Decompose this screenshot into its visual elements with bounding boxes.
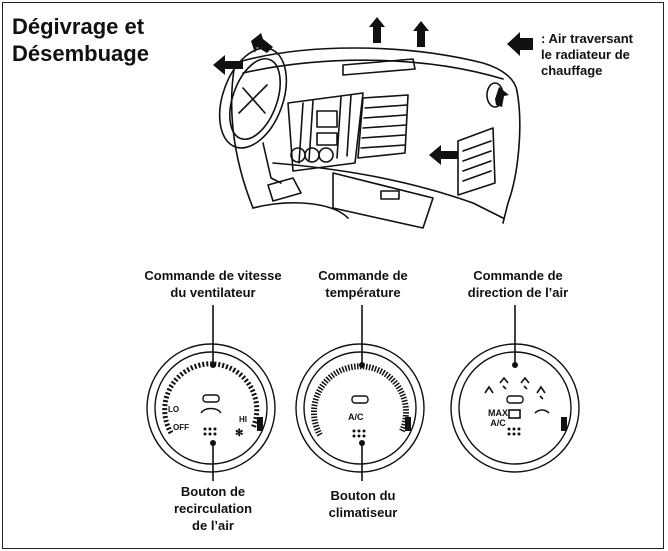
arrow-left-icon xyxy=(507,32,533,56)
arrow-left-icon xyxy=(213,55,243,75)
center-stack xyxy=(287,92,364,172)
recirculation-icon xyxy=(200,407,222,414)
temperature-label-line-2: température xyxy=(325,285,401,300)
air-direction-label-line-1: Commande de xyxy=(473,268,563,283)
right-vent xyxy=(457,127,496,196)
center-display xyxy=(316,110,338,128)
recirc-button-icon xyxy=(508,409,521,419)
temperature-label: Commande de température xyxy=(293,267,433,301)
ac-label-line-1: Bouton du xyxy=(330,488,396,503)
dashboard-illustration: ✻ xyxy=(146,17,580,481)
fan-speed-label-line-2: du ventilateur xyxy=(170,285,256,300)
vent-mode-icon xyxy=(484,385,494,394)
fan-speed-label: Commande de vitesse du ventilateur xyxy=(103,267,323,301)
dash-lower-line xyxy=(272,162,504,219)
arrow-left-icon xyxy=(429,145,458,165)
arrow-up-icon xyxy=(495,87,509,107)
legend-line-3: chauffage xyxy=(541,63,603,78)
fan-speed-label-line-1: Commande de vitesse xyxy=(144,268,282,283)
direction-ac-label: A/C xyxy=(490,418,506,428)
dash-left-edge xyxy=(230,62,254,209)
arrow-up-icon xyxy=(413,21,429,47)
arrow-up-icon xyxy=(369,17,385,43)
fan-off-label: OFF xyxy=(173,423,189,432)
legend-text: : Air traversant le radiateur de chauffa… xyxy=(541,31,633,79)
dash-top-line-2 xyxy=(242,59,504,80)
fan-lo-label: LO xyxy=(168,405,180,414)
title-line-2: Désembuage xyxy=(12,41,149,66)
recirculation-label-line-2: recirculation xyxy=(173,501,253,516)
recirculation-label-line-3: de l’air xyxy=(192,518,234,533)
fan-icon: ✻ xyxy=(235,428,243,439)
center-vent xyxy=(357,94,409,159)
ac-label: Bouton du climatiseur xyxy=(303,487,423,521)
legend: : Air traversant le radiateur de chauffa… xyxy=(505,31,633,79)
ac-label-line-2: climatiseur xyxy=(328,505,398,520)
legend-line-1: : Air traversant xyxy=(541,31,633,46)
air-direction-dial[interactable] xyxy=(450,343,580,473)
legend-line-2: le radiateur de xyxy=(541,47,630,62)
fan-hi-label: HI xyxy=(239,415,247,424)
air-direction-label-line-2: direction de l’air xyxy=(467,285,569,300)
temp-ac-label: A/C xyxy=(348,412,364,422)
recirculation-label: Bouton de recirculation de l’air xyxy=(143,483,283,534)
glove-box xyxy=(332,172,434,229)
title-line-1: Dégivrage et xyxy=(12,14,145,39)
dash-right-edge xyxy=(502,90,521,224)
direction-max-ac-label: MAX A/C xyxy=(488,408,508,428)
recirculation-label-line-1: Bouton de xyxy=(180,484,246,499)
arrow-up-left-icon xyxy=(251,33,273,53)
glove-box-handle xyxy=(380,190,400,200)
direction-max-label: MAX xyxy=(488,408,508,418)
floor-defrost-mode-icon xyxy=(536,385,546,400)
dash-top-line xyxy=(234,47,518,92)
page-title: Dégivrage et Désembuage xyxy=(12,13,149,67)
defrost-slot xyxy=(342,58,416,76)
bilevel-mode-icon xyxy=(499,376,509,390)
floor-mode-icon xyxy=(520,376,530,390)
shifter xyxy=(267,177,302,202)
temperature-label-line-1: Commande de xyxy=(318,268,408,283)
defrost-icon xyxy=(534,409,550,414)
temperature-dial[interactable] xyxy=(295,343,425,473)
air-direction-label: Commande de direction de l’air xyxy=(443,267,593,301)
fan-speed-dial[interactable]: ✻ xyxy=(146,343,276,473)
